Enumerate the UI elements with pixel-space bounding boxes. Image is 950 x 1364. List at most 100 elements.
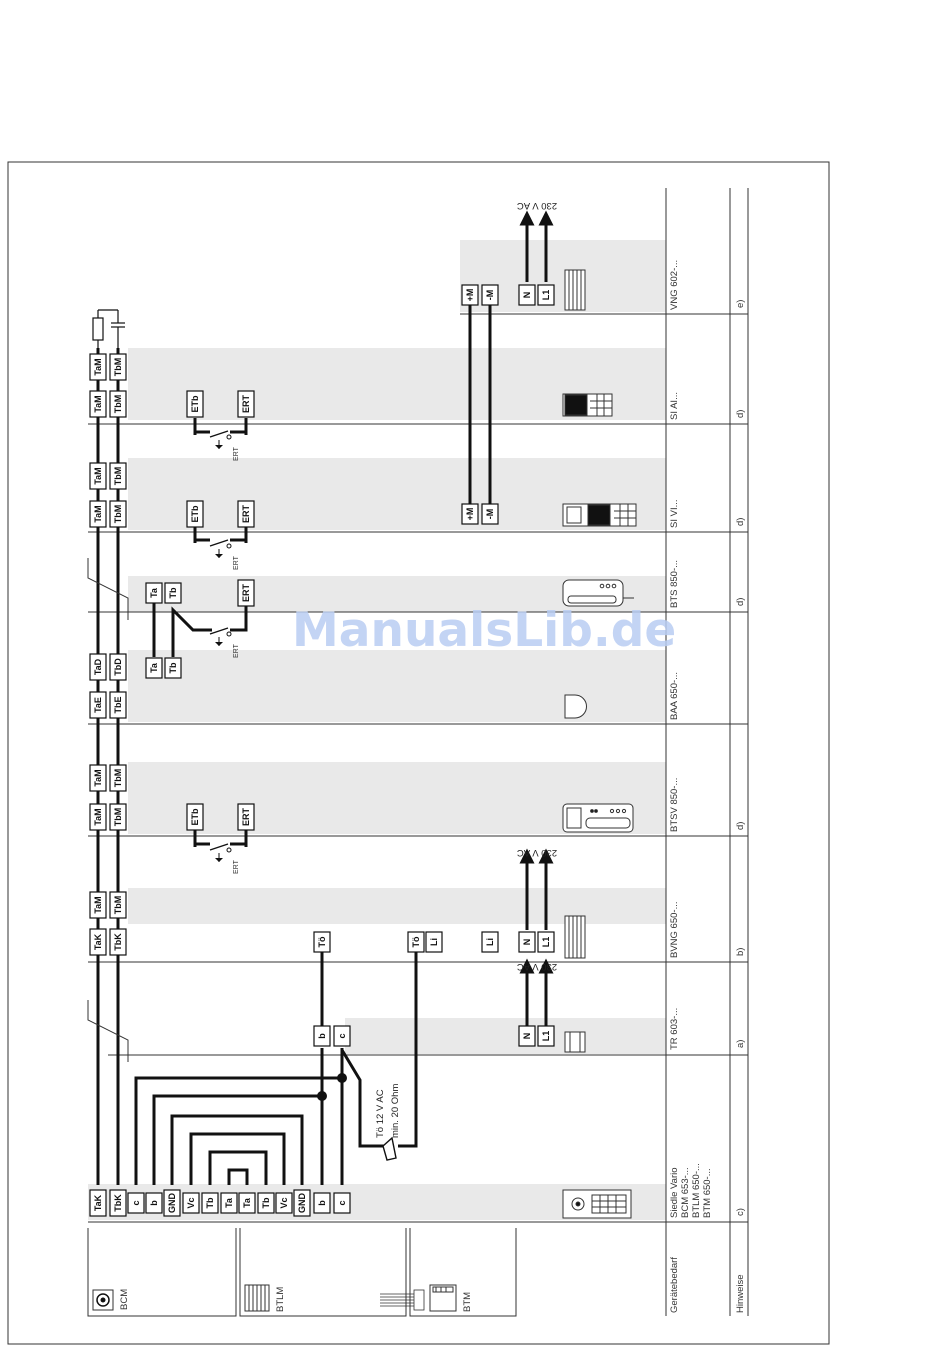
terminal-bvng-tbm: TbM xyxy=(109,891,127,919)
svg-text:+M: +M xyxy=(465,508,475,521)
device-name: BVNG 650-... xyxy=(669,902,680,959)
svg-text:Tb: Tb xyxy=(168,662,178,673)
speaker-icon xyxy=(564,694,587,719)
terminal-vng-minus-m: -M xyxy=(481,284,499,306)
terminal-bvng-tam: TaM xyxy=(89,891,107,919)
svg-text:ERT: ERT xyxy=(241,807,251,826)
ert-switch xyxy=(209,843,232,862)
device-note: d) xyxy=(735,518,746,526)
mains-voltage-label: 230 V AC xyxy=(517,200,557,211)
device-name: BTS 850-... xyxy=(669,560,680,608)
terminal-sivi-etb: ETb xyxy=(186,500,204,528)
terminal-bts-ert: ERT xyxy=(237,579,255,607)
device-name: BTSV 850-... xyxy=(669,778,680,832)
svg-text:TbM: TbM xyxy=(113,467,123,486)
svg-text:Tb: Tb xyxy=(168,587,178,598)
svg-text:TaM: TaM xyxy=(93,896,103,913)
svg-text:TaK: TaK xyxy=(93,1194,103,1211)
terminal-tr-n: N xyxy=(518,1025,536,1047)
network-device-icon xyxy=(564,269,586,311)
svg-text:TaM: TaM xyxy=(93,769,103,786)
thin-wires xyxy=(87,558,129,1062)
terminal-btsv-tbm: TbM xyxy=(109,803,127,831)
terminal-sivi-tam: TaM xyxy=(89,500,107,528)
device-name: Siedle Vario xyxy=(669,1167,680,1218)
svg-text:TbK: TbK xyxy=(113,1194,123,1212)
svg-text:TaM: TaM xyxy=(93,505,103,522)
module-boxes xyxy=(87,1228,517,1317)
svg-text:TbK: TbK xyxy=(113,933,123,951)
bcm-icon xyxy=(92,1289,114,1311)
hints-header: Hinweise xyxy=(735,1274,746,1313)
ert-label: ERT xyxy=(233,555,240,570)
svg-text:TbM: TbM xyxy=(113,395,123,414)
terminal-tr-b: b xyxy=(313,1025,331,1047)
svg-text:TaK: TaK xyxy=(93,933,103,950)
svg-text:Tö: Tö xyxy=(317,936,327,947)
terminal-btsv-tam: TaM xyxy=(89,803,107,831)
svg-text:Ta: Ta xyxy=(149,587,159,598)
svg-text:Vc: Vc xyxy=(186,1197,196,1208)
terminal-tbk: TbK xyxy=(109,1189,127,1217)
audio-module-icon xyxy=(562,393,613,417)
svg-text:ERT: ERT xyxy=(241,583,251,602)
svg-text:+M: +M xyxy=(465,289,475,302)
terminal-btsv-ert: ERT xyxy=(237,803,255,831)
ert-label: ERT xyxy=(233,446,240,461)
terminal-bvng-li: Li xyxy=(481,931,499,953)
svg-text:Tb: Tb xyxy=(261,1197,271,1208)
svg-text:c: c xyxy=(131,1200,141,1205)
svg-text:TaD: TaD xyxy=(93,658,103,675)
device-name: BTLM 650-... xyxy=(691,1163,702,1218)
terminal-baa-tae: TaE xyxy=(89,691,107,719)
device-name: BTM 650-... xyxy=(702,1168,713,1218)
svg-text:Tb: Tb xyxy=(205,1197,215,1208)
terminal-vario: Vc xyxy=(182,1192,200,1214)
svg-text:c: c xyxy=(337,1200,347,1205)
device-note: d) xyxy=(735,410,746,418)
svg-text:TbM: TbM xyxy=(113,505,123,524)
svg-text:-M: -M xyxy=(485,509,495,520)
terminal-vario: c xyxy=(333,1192,351,1214)
terminal-vng-n: N xyxy=(518,284,536,306)
device-name: SI AI... xyxy=(669,392,680,420)
terminal-sivi-tbm: TbM xyxy=(109,500,127,528)
svg-text:TaE: TaE xyxy=(93,697,103,713)
svg-text:Li: Li xyxy=(485,938,495,946)
svg-text:N: N xyxy=(522,939,532,946)
device-name: BCM 653-... xyxy=(680,1167,691,1218)
svg-text:TbD: TbD xyxy=(113,658,123,676)
svg-text:L1: L1 xyxy=(541,290,551,301)
svg-text:GND: GND xyxy=(167,1193,177,1214)
terminal-tak: TaK xyxy=(89,1189,107,1217)
ert-switch xyxy=(209,430,232,449)
device-name: TR 603-... xyxy=(669,1008,680,1050)
terminal-bvng-to: Tö xyxy=(407,931,425,953)
terminal-siai-tbm: TbM xyxy=(109,353,127,381)
device-bands xyxy=(88,240,666,1220)
ert-label: ERT xyxy=(233,643,240,658)
terminal-baa-tbd: TbD xyxy=(109,653,127,681)
ert-switches xyxy=(209,430,232,862)
terminal-vario: GND xyxy=(293,1189,311,1217)
mains-voltage-label: 230 V AC xyxy=(517,961,557,972)
device-note: b) xyxy=(735,948,746,956)
svg-text:TaM: TaM xyxy=(93,395,103,412)
terminal-vario: Vc xyxy=(275,1192,293,1214)
svg-text:b: b xyxy=(317,1033,327,1039)
bcm-label: BCM xyxy=(119,1289,130,1310)
terminal-vario: Ta xyxy=(220,1192,238,1214)
svg-text:Vc: Vc xyxy=(279,1197,289,1208)
svg-text:N: N xyxy=(522,292,532,299)
svg-text:Li: Li xyxy=(429,938,439,946)
btlm-icon xyxy=(244,1284,270,1312)
terminal-vng-l1: L1 xyxy=(537,284,555,306)
video-phone-icon xyxy=(562,803,634,833)
device-name: SI VI... xyxy=(669,499,680,528)
device-note: c) xyxy=(735,1208,746,1216)
svg-text:ETb: ETb xyxy=(190,395,200,413)
to-note-line-1: Tö 12 V AC xyxy=(375,1089,386,1138)
